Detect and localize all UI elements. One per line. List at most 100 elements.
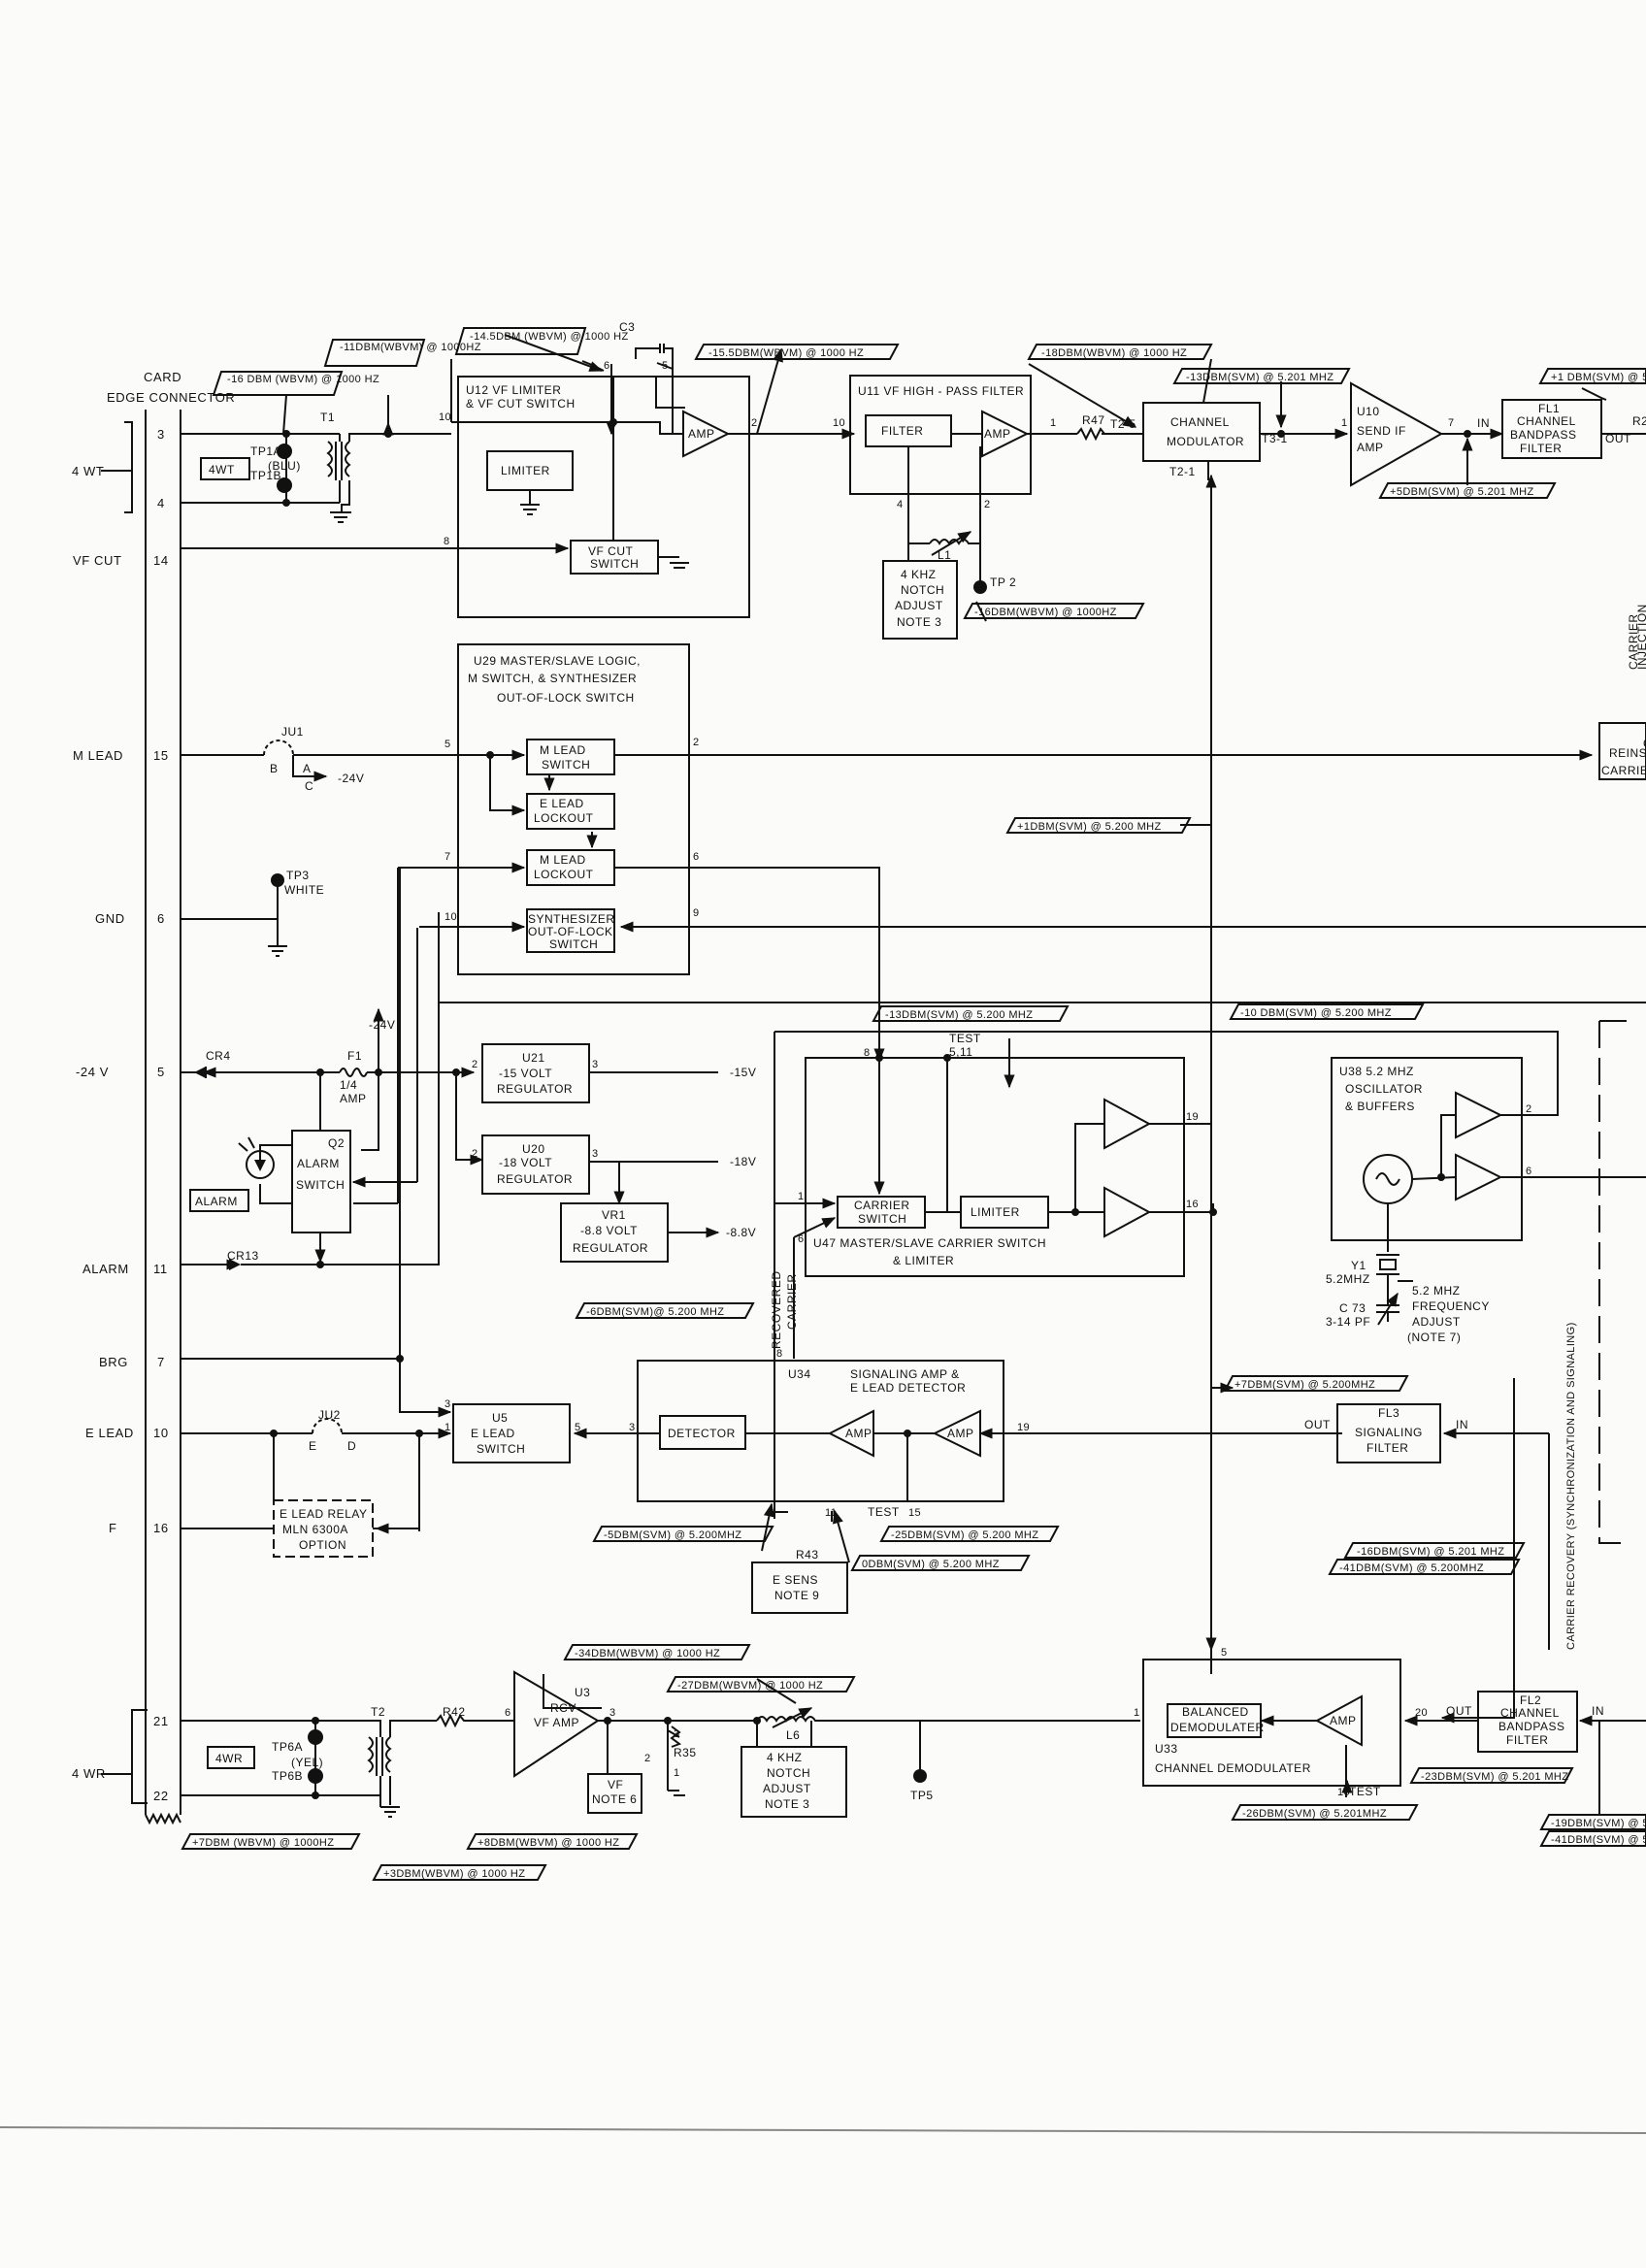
level-13dbm-svm-5201: -13DBM(SVM) @ 5.201 MHZ xyxy=(1186,372,1333,383)
m-lead-lockout-label-2: LOCKOUT xyxy=(534,868,594,881)
limiter-label: LIMITER xyxy=(501,464,550,477)
svg-text:5: 5 xyxy=(662,360,669,372)
level-34dbm-wbvm: -34DBM(WBVM) @ 1000 HZ xyxy=(575,1648,720,1660)
edge-connector-strip xyxy=(145,410,181,1815)
svg-text:16: 16 xyxy=(1186,1199,1199,1210)
u38-label-3: & BUFFERS xyxy=(1345,1100,1415,1113)
carrier-switch-label-2: SWITCH xyxy=(858,1212,906,1226)
fl1-box xyxy=(1501,399,1602,459)
fuse-label-2: AMP xyxy=(340,1092,367,1105)
svg-text:6: 6 xyxy=(798,1233,805,1245)
svg-text:5: 5 xyxy=(1221,1647,1228,1659)
r47-resistor xyxy=(1076,426,1105,442)
synth-label-1: SYNTHESIZER xyxy=(528,912,615,926)
svg-text:7: 7 xyxy=(444,851,451,863)
svg-text:8: 8 xyxy=(444,536,450,547)
edge-connector-break xyxy=(145,1812,181,1825)
freq-label-2: FREQUENCY xyxy=(1412,1299,1490,1313)
4wt-box xyxy=(200,457,250,480)
level-18dbm-wbvm: -18DBM(WBVM) @ 1000 HZ xyxy=(1041,347,1187,359)
channel-modulator-box xyxy=(1142,402,1261,462)
e-lead-lockout-label-1: E LEAD xyxy=(540,797,584,810)
notch-label-2: NOTCH xyxy=(901,583,944,597)
pin-num-7: 7 xyxy=(157,1355,165,1369)
vr1-label-2: -8.8 VOLT xyxy=(580,1224,638,1237)
f1-label: F1 xyxy=(347,1049,362,1063)
recovered-carrier-label-1: RECOVERED xyxy=(770,1270,783,1349)
tp6b-test-point xyxy=(308,1768,323,1784)
pin-num-16: 16 xyxy=(153,1521,169,1535)
vr1-label-3: REGULATOR xyxy=(573,1241,648,1255)
u47-title-1: U47 MASTER/SLAVE CARRIER SWITCH xyxy=(813,1236,1046,1250)
svg-text:5: 5 xyxy=(444,739,451,750)
u10-label-3: AMP xyxy=(1357,441,1384,454)
u5-label-3: SWITCH xyxy=(477,1442,525,1456)
fl2-out-label: OUT xyxy=(1446,1704,1472,1718)
svg-text:1: 1 xyxy=(798,1191,805,1202)
tp2-label: TP 2 xyxy=(990,575,1016,589)
ju2-e-label: E xyxy=(309,1439,317,1453)
u33-label-1: U33 xyxy=(1155,1742,1178,1756)
u3-label-1: U3 xyxy=(575,1686,590,1699)
carrier-injection-label-2: INJECTION xyxy=(1635,604,1646,670)
svg-text:19: 19 xyxy=(1186,1111,1199,1123)
tp6b-label: TP6B xyxy=(272,1769,303,1783)
level-11dbm-wbvm: -11DBM(WBVM) @ 1000HZ xyxy=(340,342,481,353)
ju2-label: JU2 xyxy=(318,1408,341,1422)
u21-label-3: REGULATOR xyxy=(497,1082,573,1096)
4wt-box-label: 4WT xyxy=(209,463,235,477)
edge-title-2: EDGE CONNECTOR xyxy=(107,390,235,405)
alarm-lamp xyxy=(246,1150,275,1179)
fl2-label-1: FL2 xyxy=(1520,1693,1541,1707)
e-lead-lockout-label-2: LOCKOUT xyxy=(534,811,594,825)
c3-label: C3 xyxy=(619,320,635,334)
u47-amp-upper xyxy=(1103,1098,1152,1150)
ju1-label: JU1 xyxy=(281,725,304,739)
u34-label-1: U34 xyxy=(788,1367,811,1381)
notch-label-4: NOTE 3 xyxy=(897,615,941,629)
l6-label: L6 xyxy=(786,1728,800,1742)
fl1-in-label: IN xyxy=(1477,416,1490,430)
vf-cut-label-1: VF CUT xyxy=(588,544,634,558)
fl1-label-4: FILTER xyxy=(1520,442,1562,455)
level-14-5dbm-wbvm: -14.5DBM (WBVM) @ 1000 HZ xyxy=(470,331,629,343)
pin-label-e-lead: E LEAD xyxy=(85,1426,134,1440)
pin-num-10: 10 xyxy=(153,1426,169,1440)
u34-amp-right-label: AMP xyxy=(947,1427,974,1440)
group-4wt: 4 WT xyxy=(72,464,104,478)
level-19dbm-svm: -19DBM(SVM) @ 5 xyxy=(1551,1818,1646,1829)
u29-title-3: OUT-OF-LOCK SWITCH xyxy=(497,691,635,705)
ju1-c-label: C xyxy=(305,779,313,793)
vf-cut-label-2: SWITCH xyxy=(590,557,639,571)
level-27dbm-wbvm: -27DBM(WBVM) @ 1000 HZ xyxy=(677,1680,823,1692)
reinsert-label-1: Q xyxy=(1643,737,1646,750)
tp1a-label: TP1A xyxy=(250,444,281,458)
tp1b-test-point xyxy=(277,477,292,493)
svg-text:7: 7 xyxy=(1448,417,1455,429)
level-5dbm-svm: +5DBM(SVM) @ 5.201 MHZ xyxy=(1390,486,1534,498)
e-sens-box xyxy=(751,1561,848,1614)
fl2-label-2: CHANNEL xyxy=(1500,1706,1560,1720)
u10-label-1: U10 xyxy=(1357,405,1380,418)
rcv-notch-label-3: ADJUST xyxy=(763,1782,811,1795)
recovered-carrier-label-2: CARRIER xyxy=(785,1273,799,1330)
r43-label: R43 xyxy=(796,1548,819,1561)
u5-label-1: U5 xyxy=(492,1411,508,1425)
u12-title-1: U12 VF LIMITER xyxy=(466,383,561,397)
cr13-label: CR13 xyxy=(227,1249,259,1263)
u47-title-2: & LIMITER xyxy=(893,1254,954,1267)
relay-label-3: OPTION xyxy=(299,1538,346,1552)
r35-label: R35 xyxy=(674,1746,697,1759)
vf-note6-box xyxy=(587,1773,642,1814)
alarm-box xyxy=(189,1189,249,1212)
svg-text:10: 10 xyxy=(444,911,457,923)
reinsert-carrier-box xyxy=(1598,722,1646,780)
detector-label: DETECTOR xyxy=(668,1427,736,1440)
carrier-recovery-box xyxy=(1598,1020,1630,1544)
pin-label-24v: -24 V xyxy=(76,1065,109,1079)
pin-num-14: 14 xyxy=(153,553,169,568)
t2-5-label: T2-5 xyxy=(1110,417,1136,431)
q2-label: Q2 xyxy=(328,1136,345,1150)
level-8dbm-wbvm: +8DBM(WBVM) @ 1000 HZ xyxy=(477,1837,619,1849)
ju1-24v-label: -24V xyxy=(338,772,364,785)
